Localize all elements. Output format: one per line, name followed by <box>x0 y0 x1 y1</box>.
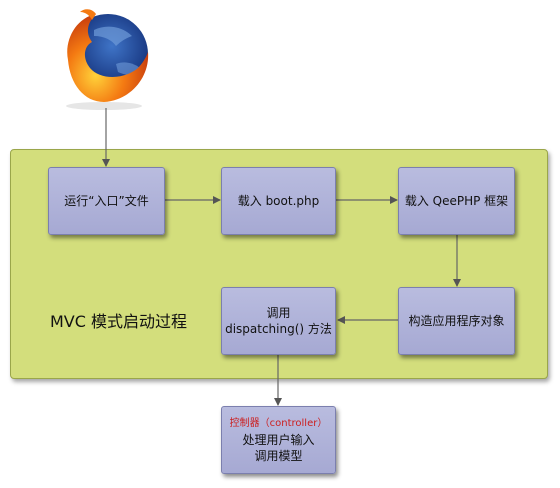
node-load-framework: 载入 QeePHP 框架 <box>398 167 515 235</box>
controller-line2: 调用模型 <box>254 449 303 463</box>
controller-tag: 控制器（controller） <box>229 418 328 429</box>
node-load-boot: 载入 boot.php <box>221 167 336 235</box>
node-dispatch-line2: dispatching() 方法 <box>225 322 332 336</box>
diagram-title: MVC 模式启动过程 <box>50 312 188 331</box>
node-call-dispatching: 调用 dispatching() 方法 <box>221 287 336 355</box>
node-boot-label: 载入 boot.php <box>237 194 320 208</box>
node-controller: 控制器（controller） 处理用户输入 调用模型 <box>221 406 336 474</box>
node-entry-label: 运行“入口”文件 <box>64 194 149 208</box>
node-construct-app-object: 构造应用程序对象 <box>398 287 515 355</box>
controller-line1: 处理用户输入 <box>242 433 315 447</box>
node-framework-label: 载入 QeePHP 框架 <box>404 194 509 208</box>
firefox-logo-icon <box>66 9 149 110</box>
node-appobject-label: 构造应用程序对象 <box>408 314 505 328</box>
node-entry-file: 运行“入口”文件 <box>48 167 165 235</box>
node-dispatch-line1: 调用 <box>266 306 291 320</box>
